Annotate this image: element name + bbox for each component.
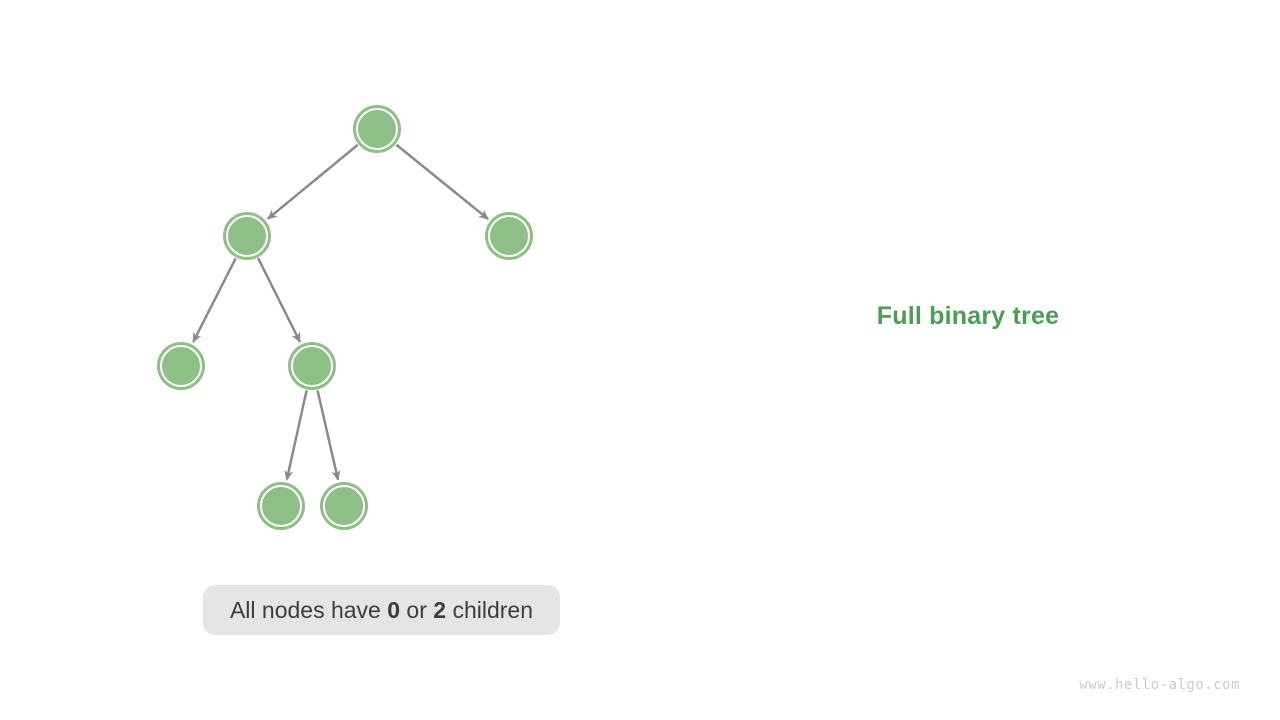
caption-text-part: children xyxy=(446,596,534,623)
tree-node xyxy=(257,482,305,530)
tree-edge xyxy=(316,390,341,481)
tree-nodes xyxy=(157,105,533,530)
caption-text-part: 0 xyxy=(387,596,401,623)
tree-edge xyxy=(192,257,237,343)
diagram-title: Full binary tree xyxy=(876,302,1060,330)
tree-node xyxy=(320,482,368,530)
tree-edge xyxy=(267,143,359,220)
tree-edge xyxy=(257,257,302,343)
caption-box: All nodes have 0 or 2 children xyxy=(203,585,560,635)
tree-node xyxy=(485,212,533,260)
tree-node xyxy=(157,342,205,390)
caption-text-part: All nodes have xyxy=(229,596,388,623)
tree-node xyxy=(288,342,336,390)
caption-text-part: 2 xyxy=(433,596,447,623)
tree-node xyxy=(223,212,271,260)
tree-edge xyxy=(395,143,489,220)
caption-text-part: or xyxy=(400,596,434,623)
tree-edges xyxy=(192,143,489,481)
watermark-url: www.hello-algo.com xyxy=(1079,677,1240,693)
tree-edge xyxy=(284,390,308,481)
tree-node xyxy=(353,105,401,153)
